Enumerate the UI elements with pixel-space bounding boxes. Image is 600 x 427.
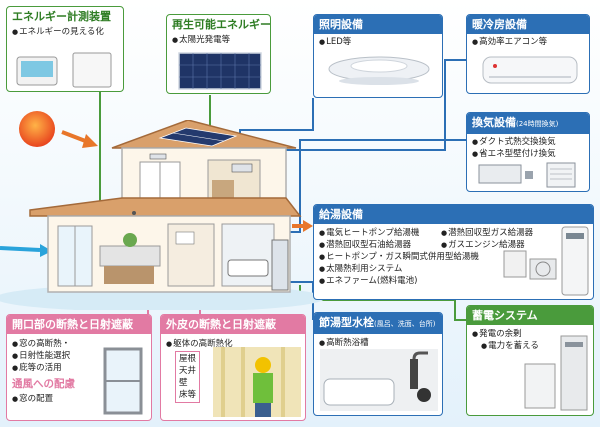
faucet-title: 節湯型水栓(風呂、洗面、台所)	[314, 313, 442, 334]
envelope-part-roof: 屋根	[179, 354, 197, 364]
faucet-title-text: 節湯型水栓	[319, 316, 374, 329]
lighting-title: 照明設備	[314, 15, 442, 34]
faucet-note: (風呂、洗面、台所)	[374, 320, 436, 328]
envelope-part-wall: 壁	[179, 378, 188, 388]
ventilation-title: 換気設備(24時間換気)	[467, 113, 589, 134]
storage-title: 蓄電システム	[467, 306, 593, 325]
storage-box: 蓄電システム 発電の余剰 電力を蓄える	[466, 305, 594, 416]
envelope-part-floor: 床等	[179, 390, 197, 400]
renewable-title: 再生可能エネルギー	[172, 18, 271, 31]
energy-monitor-title: エネルギー計測装置	[12, 10, 111, 23]
lighting-item: LED等	[314, 36, 442, 48]
house-illustration	[0, 120, 325, 310]
ventilation-item-duct: ダクト式熱交換換気	[467, 136, 589, 148]
faucet-box: 節湯型水栓(風呂、洗面、台所) 高断熱浴槽	[313, 312, 443, 416]
ventilation-box: 換気設備(24時間換気) ダクト式熱交換換気 省エネ型壁付け換気	[466, 112, 590, 192]
lighting-box: 照明設備 LED等	[313, 14, 443, 98]
envelope-title: 外皮の断熱と日射遮蔽	[161, 315, 305, 334]
faucet-bathtub	[320, 349, 438, 411]
opening-item-window: 窓の高断熱・	[7, 338, 151, 350]
ventilation-note: (24時間換気)	[516, 120, 559, 128]
water-heating-list-right: 潜熱回収型ガス給湯器 ガスエンジン給湯器	[436, 227, 538, 251]
storage-item-store: 電力を蓄える	[467, 340, 593, 352]
water-heating-list-left: 電気ヒートポンプ給湯機 潜熱回収型石油給湯器 ヒートポンプ・ガス瞬間式併用型給湯…	[314, 227, 484, 287]
storage-item-surplus: 発電の余剰	[467, 328, 593, 340]
water-heating-title: 給湯設備	[314, 205, 593, 224]
hvac-box: 暖冷房設備 高効率エアコン等	[466, 14, 590, 94]
opening-item-eaves: 庇等の活用	[7, 362, 151, 374]
opening-subtitle: 通風への配慮	[12, 378, 75, 390]
water-heating-box: 給湯設備 電気ヒートポンプ給湯機 潜熱回収型石油給湯器 ヒートポンプ・ガス瞬間式…	[313, 204, 594, 300]
hvac-title: 暖冷房設備	[467, 15, 589, 34]
hvac-item: 高効率エアコン等	[467, 36, 589, 48]
opening-item-placement: 窓の配置	[7, 393, 151, 405]
storage-battery	[524, 335, 588, 411]
window-frame	[103, 347, 143, 415]
energy-monitor-item: エネルギーの見える化	[7, 26, 123, 38]
envelope-part-ceiling: 天井	[179, 366, 197, 376]
water-heating-item-oil: 潜熱回収型石油給湯器	[314, 239, 484, 251]
water-heating-item-heatpump: 電気ヒートポンプ給湯機	[314, 227, 484, 239]
energy-monitor-device	[16, 52, 112, 88]
water-heating-item-solar-thermal: 太陽熱利用システム	[314, 263, 484, 275]
ventilation-item-wall: 省エネ型壁付け換気	[467, 148, 589, 160]
ventilation-unit	[478, 162, 576, 188]
water-heater	[503, 226, 589, 296]
opening-insulation-box: 開口部の断熱と日射遮蔽 窓の高断熱・ 日射性能選択 庇等の活用 通風への配慮 窓…	[6, 314, 152, 421]
solar-panel	[178, 52, 262, 90]
envelope-item: 躯体の高断熱化	[161, 338, 305, 350]
renewable-item: 太陽光発電等	[167, 34, 270, 46]
energy-monitor-box: エネルギー計測装置 エネルギーの見える化	[6, 6, 124, 92]
envelope-parts: 屋根 天井 壁 床等	[175, 351, 201, 403]
insulation-worker	[213, 347, 301, 417]
envelope-insulation-box: 外皮の断熱と日射遮蔽 躯体の高断熱化 屋根 天井 壁 床等	[160, 314, 306, 421]
water-heating-item-enefarm: エネファーム(燃料電池)	[314, 275, 484, 287]
water-heating-item-hybrid: ヒートポンプ・ガス瞬間式併用型給湯機	[314, 251, 484, 263]
opening-title: 開口部の断熱と日射遮蔽	[7, 315, 151, 334]
renewable-box: 再生可能エネルギー 太陽光発電等	[166, 14, 271, 94]
air-conditioner	[482, 56, 578, 84]
ventilation-title-text: 換気設備	[472, 116, 516, 129]
water-heating-item-gas: 潜熱回収型ガス給湯器	[436, 227, 538, 239]
sun-icon	[19, 111, 55, 147]
faucet-item: 高断熱浴槽	[314, 337, 442, 349]
water-heating-item-gas-engine: ガスエンジン給湯器	[436, 239, 538, 251]
opening-item-solar: 日射性能選択	[7, 350, 151, 362]
ceiling-light	[328, 56, 430, 85]
